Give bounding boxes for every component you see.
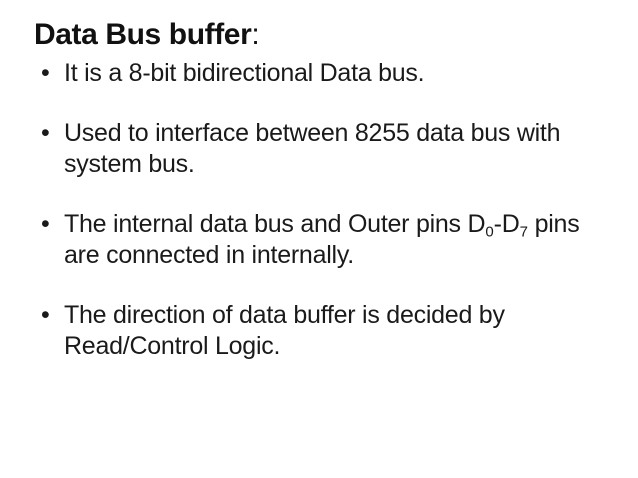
list-item-text-line-1: Used to interface between 8255 data bus … [64, 119, 561, 147]
list-item-text-line-2: system bus. [64, 150, 195, 178]
page-title-colon: : [251, 18, 260, 51]
list-item: • It is a 8-bit bidirectional Data bus. [34, 58, 614, 89]
pin-start-index: 0 [485, 223, 494, 241]
list-item: • Used to interface between 8255 data bu… [34, 118, 614, 180]
list-item-text-line-2: Read/Control Logic. [64, 332, 281, 360]
pin-range-label: D0-D7 [467, 210, 528, 241]
bullet-point-icon: • [41, 59, 50, 87]
pin-end-index: 7 [519, 223, 528, 241]
bullet-list: • It is a 8-bit bidirectional Data bus. … [34, 58, 614, 362]
pin-start-letter: D [467, 210, 486, 238]
list-item-text-line-2: are connected in internally. [64, 241, 354, 269]
page-title-text: Data Bus buffer [34, 18, 252, 51]
page-title: Data Bus buffer: [34, 17, 614, 53]
list-item: • The internal data bus and Outer pins D… [34, 209, 614, 271]
bullet-point-icon: • [41, 301, 50, 329]
pin-separator: - [493, 210, 502, 238]
list-item: • The direction of data buffer is decide… [34, 300, 614, 362]
bullet-point-icon: • [41, 119, 50, 147]
pin-end-letter: D [501, 210, 520, 238]
bullet-point-icon: • [41, 210, 50, 238]
list-item-text-line-1: The direction of data buffer is decided … [64, 301, 505, 329]
list-item-text-line-1: The internal data bus and Outer pins D0-… [64, 209, 614, 240]
line-text-before-pins: The internal data bus and Outer pins [64, 210, 468, 238]
list-item-text: It is a 8-bit bidirectional Data bus. [64, 59, 425, 87]
line-text-after-pins: pins [527, 210, 580, 238]
